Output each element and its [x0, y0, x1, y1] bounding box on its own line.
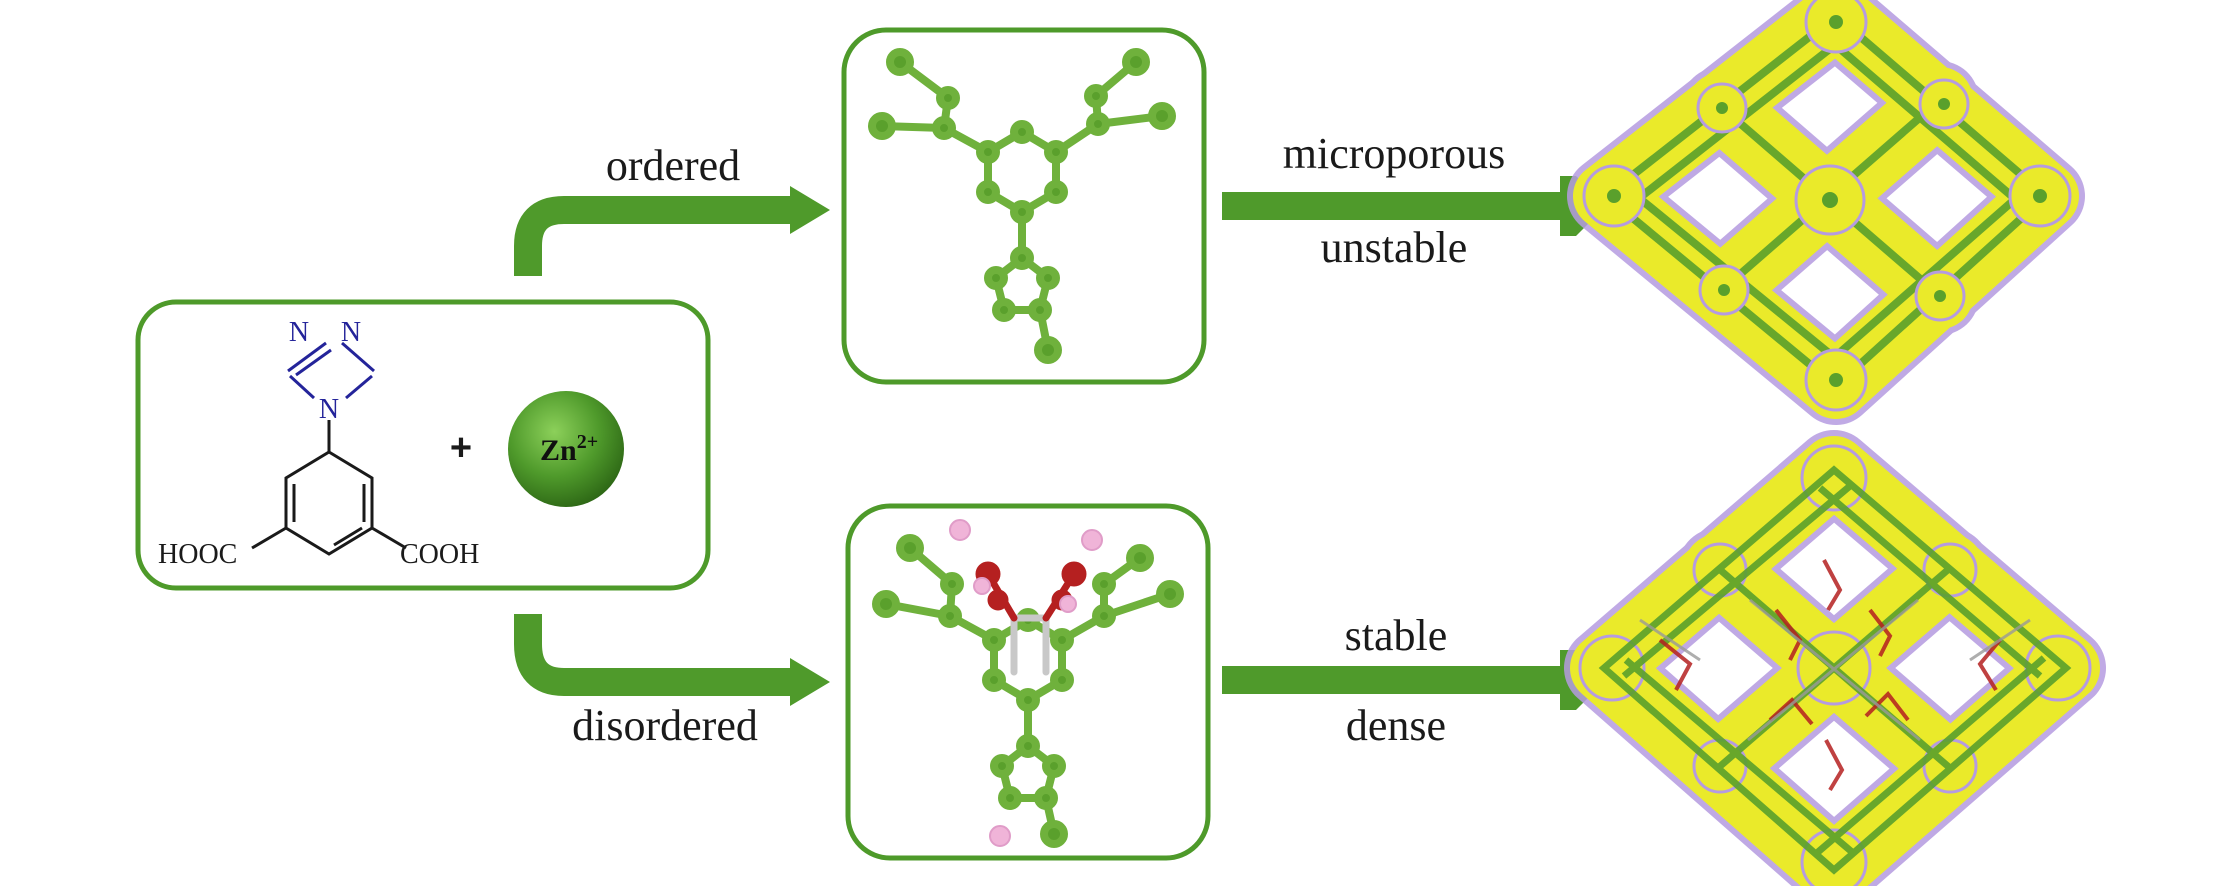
ordered-label: ordered [606, 141, 740, 190]
unstable-label: unstable [1321, 223, 1468, 272]
ordered-arrow [514, 196, 790, 276]
disordered-arrowhead [790, 658, 830, 706]
microporous-framework-image [1567, 0, 2085, 425]
zinc-symbol: Zn [540, 434, 577, 467]
plus-sign: + [450, 427, 472, 469]
dense-framework-image [1564, 430, 2106, 886]
cooh-label: COOH [400, 539, 479, 570]
stable-label: stable [1345, 611, 1448, 660]
ordered-arrowhead [790, 186, 830, 234]
microporous-label: microporous [1283, 129, 1505, 178]
disordered-structure-box [845, 503, 1211, 861]
triazole-n1: N [289, 317, 309, 348]
zinc-charge: 2+ [577, 431, 598, 453]
zinc-ion-sphere [508, 391, 624, 507]
triazole-n3: N [319, 394, 339, 425]
ligand-structure [251, 341, 407, 556]
hooc-label: HOOC [158, 539, 237, 570]
reactant-box [135, 299, 711, 591]
disordered-label: disordered [572, 701, 758, 750]
dense-label: dense [1346, 701, 1446, 750]
ordered-ligand-model [868, 48, 1176, 364]
disordered-ligand-model [872, 519, 1184, 848]
lower-outcome-arrow-shaft [1222, 666, 1562, 694]
disordered-arrow [514, 614, 790, 696]
zinc-ion-label: Zn2+ [540, 431, 598, 467]
upper-outcome-arrow-shaft [1222, 192, 1562, 220]
triazole-n2: N [341, 317, 361, 348]
